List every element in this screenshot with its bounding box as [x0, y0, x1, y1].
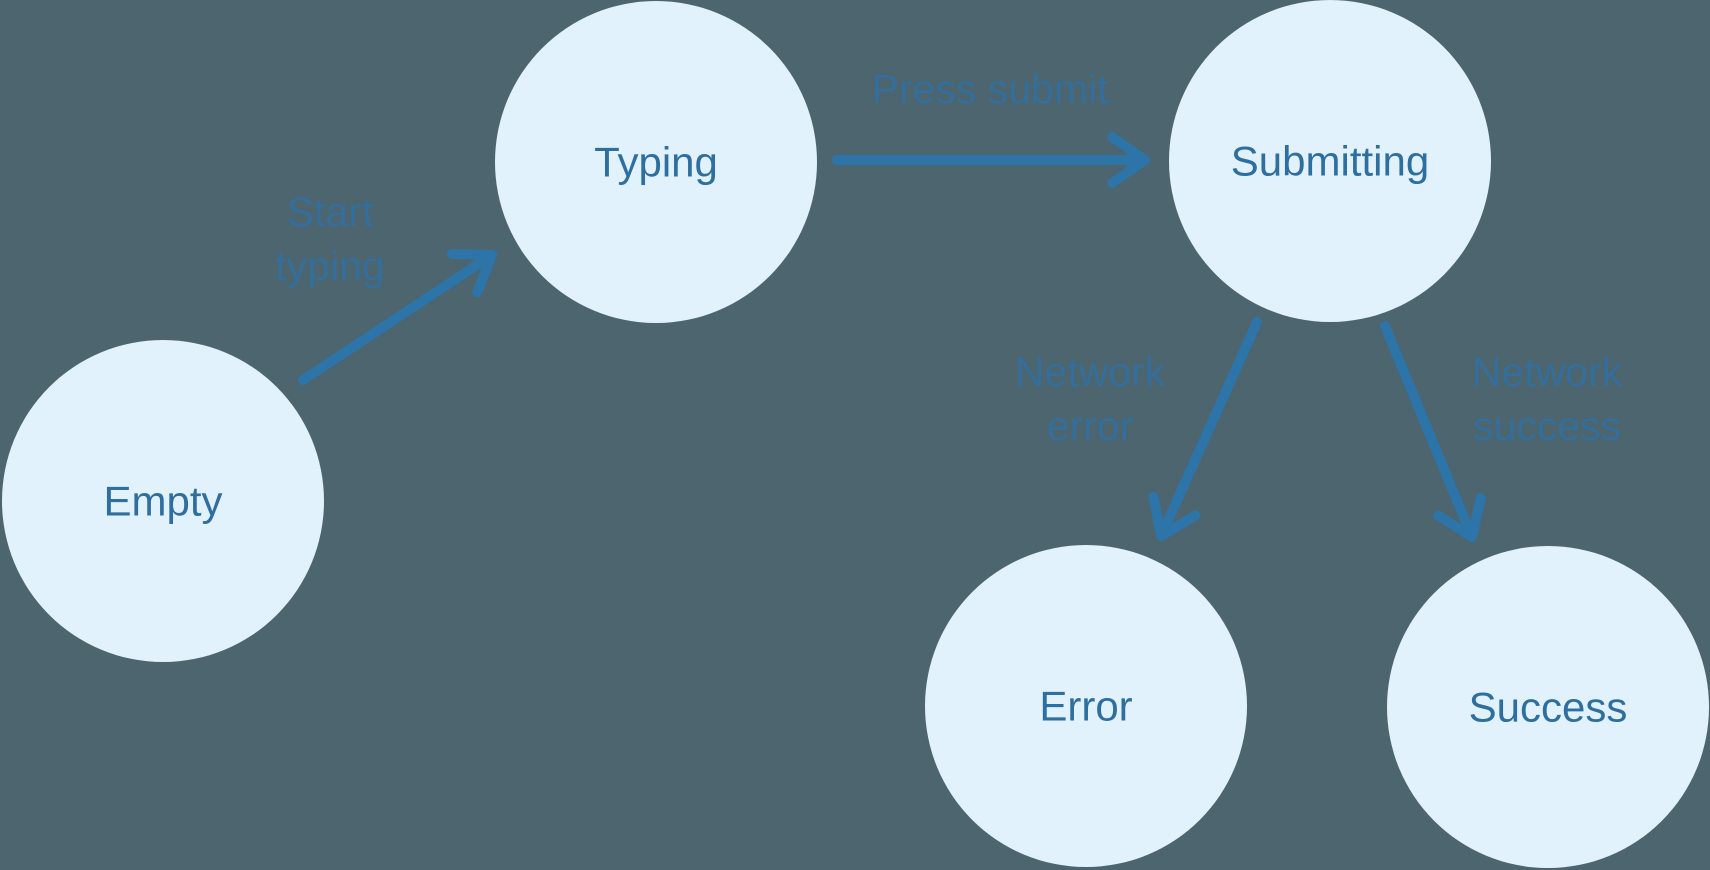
state-label-success: Success [1469, 684, 1628, 731]
state-circle-typing [495, 1, 817, 323]
transition-label-start-typing: Start typing [275, 189, 384, 289]
arrowhead-icon [1148, 491, 1201, 541]
state-circle-error [925, 545, 1247, 867]
state-circle-empty [2, 340, 324, 662]
transition-label-line: Network [1472, 349, 1623, 395]
state-label-error: Error [1039, 683, 1132, 730]
arrowhead-icon [1107, 132, 1150, 188]
transition-line-start-typing [298, 250, 497, 385]
transition-label-line: Start [287, 189, 374, 235]
transition-label-line: success [1473, 403, 1621, 449]
state-node-success: Success [1387, 546, 1709, 868]
transition-network-success: Network success [1380, 321, 1623, 542]
transition-start-typing: Start typing [275, 189, 497, 385]
transition-label-network-success: Network success [1472, 349, 1623, 449]
transition-network-error: Network error [1015, 317, 1262, 541]
arrowhead-icon [1433, 493, 1486, 542]
state-label-typing: Typing [594, 139, 718, 186]
state-label-submitting: Submitting [1231, 138, 1429, 185]
transition-line-network-success [1380, 321, 1477, 542]
state-circle-submitting [1169, 0, 1491, 322]
transition-label-line: error [1047, 403, 1134, 449]
transition-press-submit: Press submit [832, 66, 1150, 188]
arrowhead-icon [447, 249, 497, 298]
state-circle-success [1387, 546, 1709, 868]
transition-line-network-error [1156, 317, 1262, 541]
state-label-empty: Empty [103, 478, 222, 525]
transition-label-line: typing [275, 243, 384, 289]
transition-label-line: Network [1015, 349, 1166, 395]
state-node-submitting: Submitting [1169, 0, 1491, 322]
transition-label-line: Press submit [872, 66, 1110, 112]
state-node-empty: Empty [2, 340, 324, 662]
transition-label-press-submit: Press submit [872, 66, 1110, 112]
transition-label-network-error: Network error [1015, 349, 1166, 449]
state-node-typing: Typing [495, 1, 817, 323]
state-node-error: Error [925, 545, 1247, 867]
